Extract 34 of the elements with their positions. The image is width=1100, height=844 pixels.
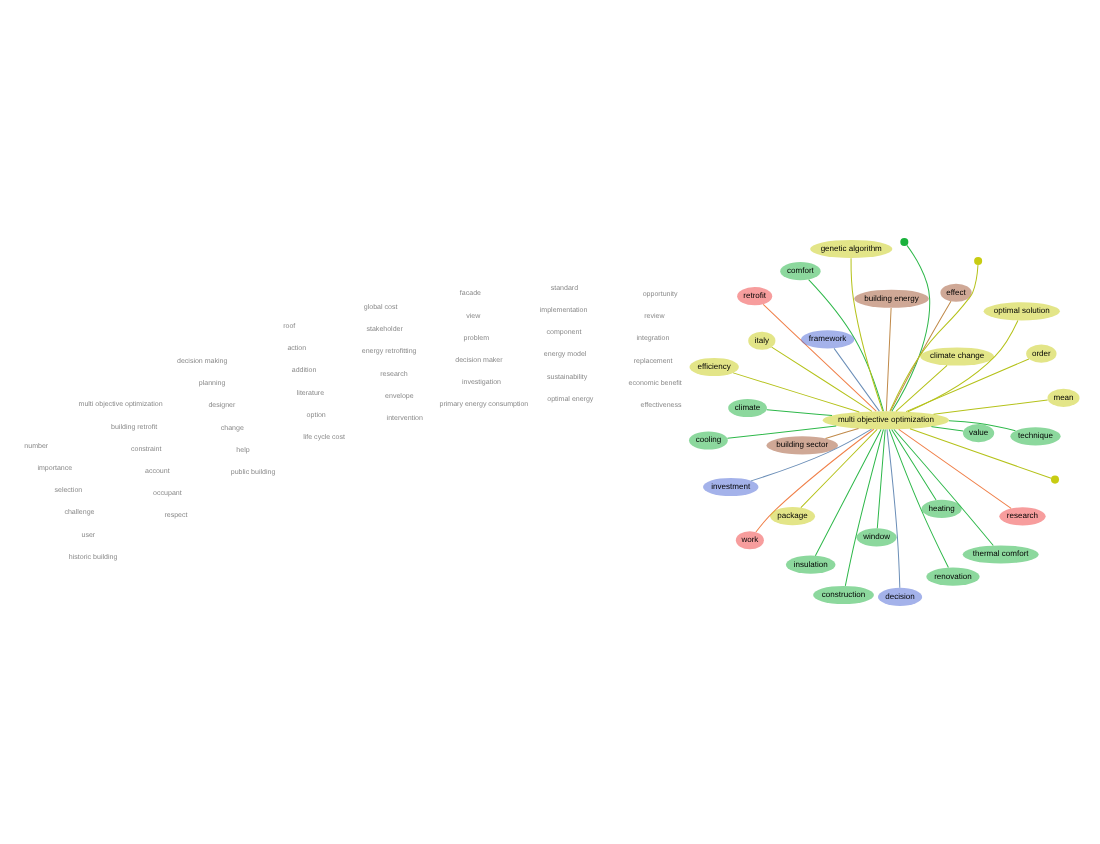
connector [886,428,901,589]
connector [891,244,931,412]
connector [909,428,1052,479]
connector [890,300,952,412]
connector [895,364,948,412]
connector [888,428,949,569]
connector [891,428,937,501]
node-circle [900,238,909,247]
connector [825,428,860,439]
connector [750,428,873,482]
connector [732,372,860,413]
connector [876,428,886,529]
connector [933,399,1049,415]
connector [907,319,1019,413]
connector [726,425,837,439]
connector [762,303,877,412]
connector [814,429,882,557]
connector [885,307,892,412]
connector [905,358,1030,413]
node-circle [1050,475,1060,484]
connector [771,346,873,412]
connector [850,257,884,412]
connector [808,279,884,412]
connector [930,426,964,432]
node-circle [974,256,983,266]
connector [889,264,979,412]
connector [755,428,875,533]
connector [893,429,994,546]
connector [844,428,884,587]
connector [800,428,878,509]
connector [766,409,833,416]
connector [833,347,880,412]
connector [898,428,1012,509]
connector [948,420,1016,432]
